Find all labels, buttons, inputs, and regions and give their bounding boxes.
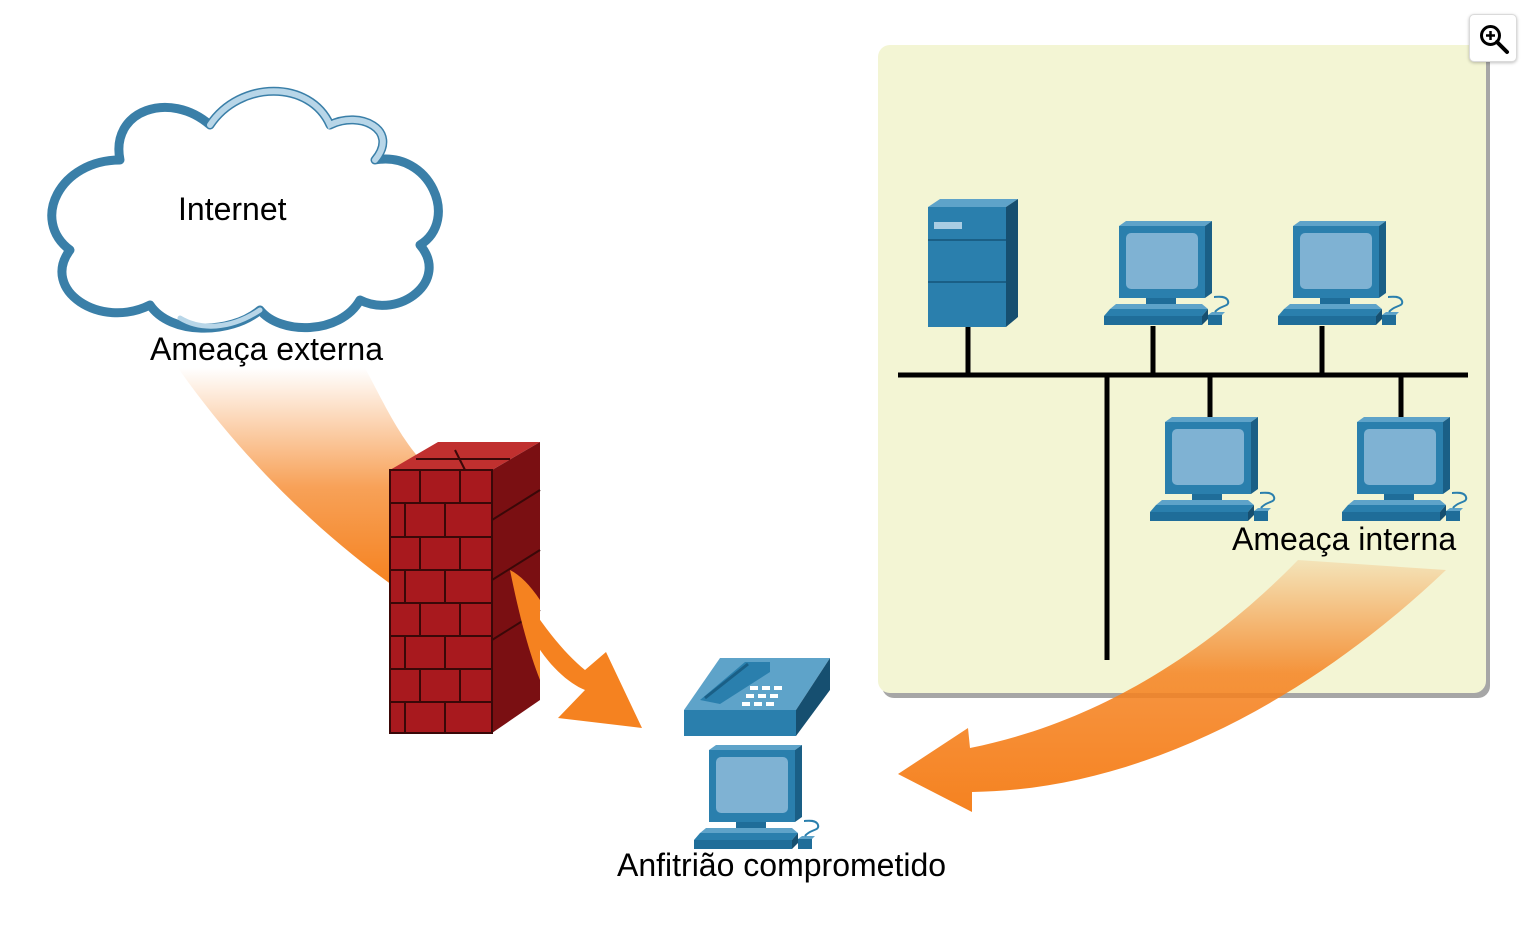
external-threat-arrow xyxy=(178,368,642,728)
internal-threat-arrow xyxy=(898,560,1446,812)
firewall-icon xyxy=(389,442,541,734)
lan-bus xyxy=(898,326,1468,660)
server-icon xyxy=(928,199,1018,327)
compromised-host-label: Anfitrião comprometido xyxy=(617,847,947,883)
internet-label: Internet xyxy=(178,191,287,227)
ip-phone-icon xyxy=(684,658,830,736)
workstation-icon xyxy=(693,745,820,850)
external-threat-label: Ameaça externa xyxy=(150,331,384,367)
zoom-in-icon xyxy=(1480,25,1509,54)
internal-threat-label: Ameaça interna xyxy=(1232,521,1457,557)
zoom-button[interactable] xyxy=(1469,14,1517,62)
cloud-icon xyxy=(47,86,443,333)
